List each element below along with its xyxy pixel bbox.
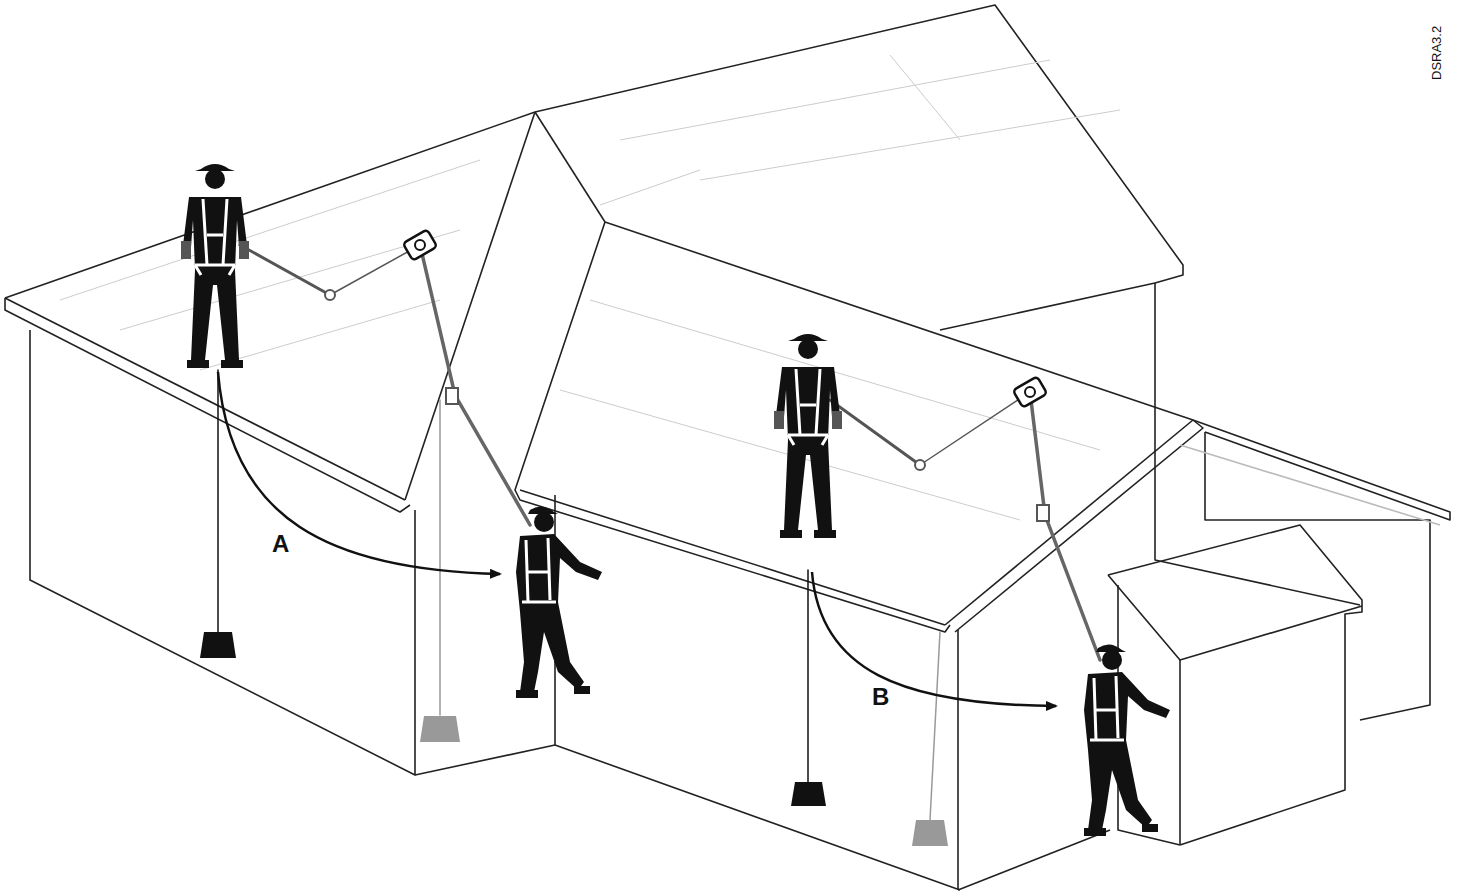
callout-letter: A bbox=[272, 530, 289, 558]
callout-letter: B bbox=[872, 683, 889, 711]
figure-code: DSRA3.2 bbox=[1429, 26, 1444, 80]
